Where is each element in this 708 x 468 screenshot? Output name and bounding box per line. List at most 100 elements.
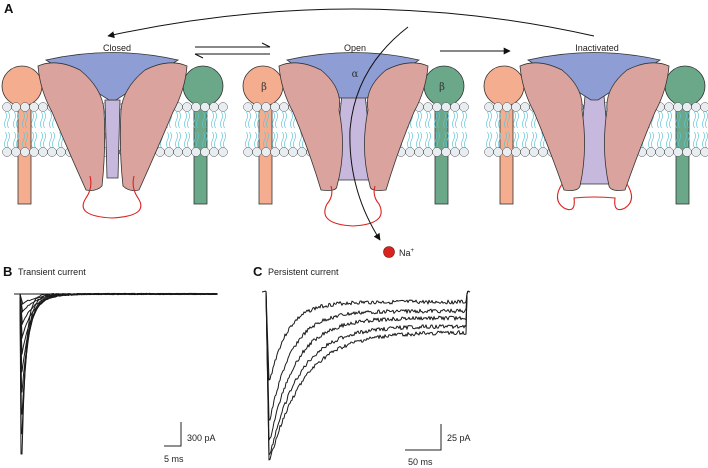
lipid-tail-outer <box>4 111 10 129</box>
lipid-tail-inner <box>531 131 537 149</box>
lipid-head-inner <box>164 147 174 157</box>
transient-trace <box>19 292 218 313</box>
transient-trace <box>19 293 218 305</box>
panel-b-letter: B <box>3 264 12 279</box>
persistent-traces <box>261 290 471 461</box>
lipid-head-outer <box>511 102 521 112</box>
lipid-head-inner <box>432 147 442 157</box>
lipid-head-inner <box>493 147 503 157</box>
lipid-tail-inner <box>13 131 19 149</box>
lipid-head-outer <box>261 102 271 112</box>
lipid-head-inner <box>173 147 183 157</box>
lipid-tail-inner <box>657 131 663 149</box>
transient-trace <box>19 292 218 339</box>
lipid-tail-outer <box>13 111 19 129</box>
lipid-head-outer <box>682 102 692 112</box>
alpha-subunit-left-half <box>278 62 343 191</box>
inactivation-loop <box>556 183 633 211</box>
panel-c-letter: C <box>253 264 263 279</box>
lipid-head-outer <box>2 102 12 112</box>
lipid-head-outer <box>243 102 253 112</box>
lipid-tail-outer <box>272 111 278 129</box>
state-label-inactivated: Inactivated <box>575 43 619 53</box>
channel-open <box>242 52 469 227</box>
beta-label-left: β <box>261 82 267 93</box>
persistent-trace <box>265 290 469 441</box>
lipid-tail-inner <box>290 131 296 149</box>
lipid-head-inner <box>502 147 512 157</box>
alpha-subunit-right-half <box>604 62 670 191</box>
lipid-head-inner <box>450 147 460 157</box>
alpha-subunit-right-half <box>364 62 429 191</box>
lipid-head-outer <box>29 102 39 112</box>
lipid-head-outer <box>209 102 219 112</box>
inactivation-loop <box>82 175 142 219</box>
lipid-head-inner <box>182 147 192 157</box>
sodium-path-arrow <box>349 26 409 241</box>
lipid-tail-inner <box>461 131 467 149</box>
lipid-tail-outer <box>495 111 501 129</box>
sodium-ion <box>383 246 395 258</box>
lipid-head-inner <box>20 147 30 157</box>
persistent-baseline-start <box>261 290 267 293</box>
lipid-head-inner <box>423 147 433 157</box>
lipid-head-inner <box>191 147 201 157</box>
lipid-tail-inner <box>693 131 699 149</box>
transient-scale-bar <box>164 422 182 447</box>
lipid-head-outer <box>279 102 289 112</box>
alpha-label: α <box>352 69 359 80</box>
lipid-tail-inner <box>452 131 458 149</box>
lipid-head-outer <box>432 102 442 112</box>
lipid-head-inner <box>279 147 289 157</box>
lipid-tail-inner <box>495 131 501 149</box>
lipid-head-inner <box>11 147 21 157</box>
transient-trace <box>19 292 218 435</box>
channel-closed <box>1 52 228 219</box>
lipid-tail-inner <box>40 131 46 149</box>
beta-subunit-left <box>1 65 43 107</box>
inactivation-loop <box>324 185 382 227</box>
lipid-tail-inner <box>675 131 681 149</box>
lipid-tail-inner <box>175 131 181 149</box>
sodium-ion-label: Na+ <box>399 248 415 258</box>
persistent-scale-bar <box>405 424 442 451</box>
lipid-tail-outer <box>220 111 226 129</box>
lipid-tail-outer <box>522 111 528 129</box>
lipid-head-outer <box>484 102 494 112</box>
transient-scale-time: 5 ms <box>164 454 184 464</box>
lipid-head-inner <box>29 147 39 157</box>
lipid-head-inner <box>682 147 692 157</box>
lipid-tail-outer <box>434 111 440 129</box>
panel-b-title: Transient current <box>18 267 86 277</box>
lipid-tail-inner <box>416 131 422 149</box>
lipid-tail-outer <box>702 111 708 129</box>
lipid-tail-inner <box>22 131 28 149</box>
lipid-head-outer <box>691 102 701 112</box>
lipid-tail-outer <box>175 111 181 129</box>
lipid-head-inner <box>218 147 228 157</box>
lipid-tail-outer <box>666 111 672 129</box>
lipid-head-inner <box>673 147 683 157</box>
persistent-scale-current: 25 pA <box>447 433 471 443</box>
lipid-tail-outer <box>184 111 190 129</box>
lipid-tail-outer <box>193 111 199 129</box>
lipid-head-inner <box>2 147 12 157</box>
lipid-head-outer <box>218 102 228 112</box>
lipid-tail-outer <box>211 111 217 129</box>
panel-c-title: Persistent current <box>268 267 339 277</box>
lipid-tail-inner <box>193 131 199 149</box>
lipid-head-inner <box>38 147 48 157</box>
transient-trace <box>19 292 218 373</box>
lipid-head-outer <box>450 102 460 112</box>
lipid-head-outer <box>423 102 433 112</box>
lipid-tail-outer <box>443 111 449 129</box>
lipid-tail-inner <box>31 131 37 149</box>
lipid-tail-inner <box>254 131 260 149</box>
transient-scale-current: 300 pA <box>187 433 216 443</box>
lipid-head-inner <box>538 147 548 157</box>
state-label-open: Open <box>344 43 366 53</box>
lipid-tail-inner <box>281 131 287 149</box>
transient-traces <box>14 292 218 455</box>
lipid-tail-outer <box>461 111 467 129</box>
lipid-tail-outer <box>513 111 519 129</box>
